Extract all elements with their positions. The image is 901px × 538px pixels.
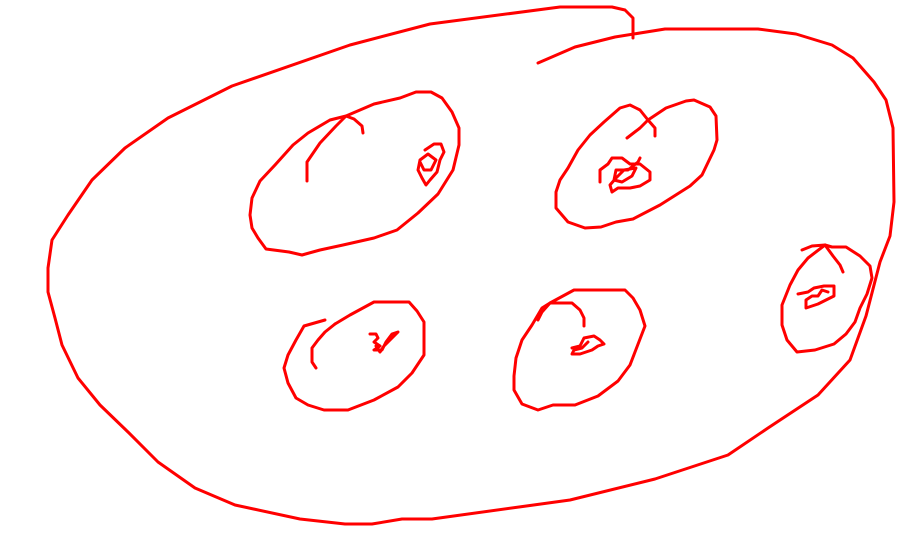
- loop-4-outline: [284, 302, 424, 410]
- loop-4-stroke: [312, 324, 335, 368]
- loop-1-stroke: [307, 116, 363, 181]
- large-outline-stroke: [48, 7, 894, 524]
- loop-1-scribble: [418, 144, 444, 185]
- loop-5-scribble: [572, 336, 604, 354]
- loop-2-scribble: [600, 158, 650, 192]
- loop-2-stroke: [627, 120, 655, 138]
- loop-3-scribble: [798, 286, 834, 308]
- loop-4-scribble: [370, 332, 398, 352]
- loop-1-outline: [250, 92, 459, 255]
